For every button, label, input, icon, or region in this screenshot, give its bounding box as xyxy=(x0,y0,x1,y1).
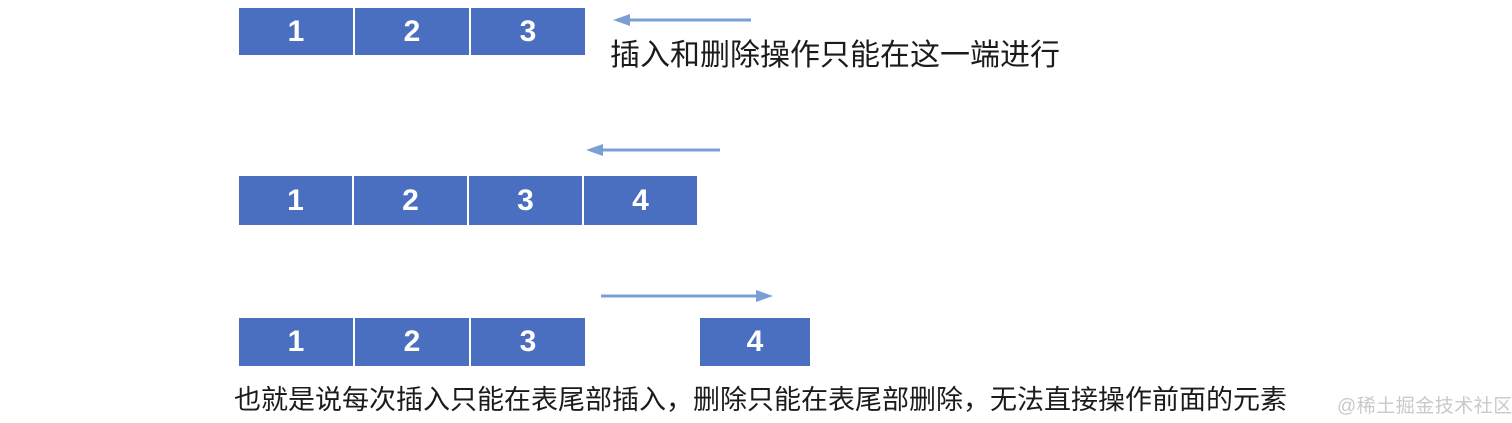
watermark: @稀土掘金技术社区 xyxy=(1337,396,1512,417)
array-row-2-cell-1: 1 xyxy=(239,176,352,225)
array-row-2-cell-2: 2 xyxy=(354,176,467,225)
array-row-3-cell-3: 3 xyxy=(471,318,585,366)
array-row-1: 1 2 3 xyxy=(239,8,585,55)
array-row-3: 1 2 3 xyxy=(239,318,585,366)
left-arrow-icon xyxy=(586,144,720,156)
array-row-3-cell-1: 1 xyxy=(239,318,353,366)
array-row-1-cell-1: 1 xyxy=(239,8,353,55)
array-row-2-cell-4: 4 xyxy=(584,176,697,225)
left-arrow-icon xyxy=(613,14,751,26)
array-row-3-detached-cell-4: 4 xyxy=(700,318,810,366)
array-row-3-cell-2: 2 xyxy=(355,318,469,366)
array-row-2-cell-3: 3 xyxy=(469,176,582,225)
array-row-2: 1 2 3 4 xyxy=(239,176,697,225)
row1-caption: 插入和删除操作只能在这一端进行 xyxy=(610,39,1060,72)
array-row-1-cell-2: 2 xyxy=(355,8,469,55)
right-arrow-icon xyxy=(601,290,773,302)
footer-caption: 也就是说每次插入只能在表尾部插入，删除只能在表尾部删除，无法直接操作前面的元素 xyxy=(234,385,1287,415)
array-row-1-cell-3: 3 xyxy=(471,8,585,55)
